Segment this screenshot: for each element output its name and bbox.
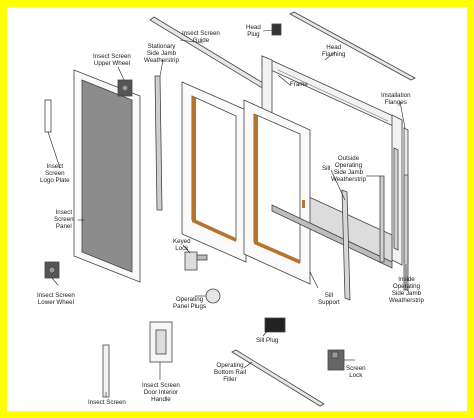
- leader-rail-filler: [243, 361, 253, 369]
- leader-head-plug: [262, 29, 274, 32]
- stationary-panel-part: [181, 81, 247, 263]
- leader-sill: [330, 169, 346, 201]
- sill-part: [271, 204, 393, 269]
- sill-plug-part: [264, 317, 286, 333]
- logo-plate-part: [44, 99, 52, 133]
- label-insect-screen-door-interior-handle: Insect Screen Door Interior Handle: [142, 382, 180, 403]
- leader-logo: [47, 131, 61, 169]
- label-head-flashing: Head Flashing: [322, 44, 346, 58]
- label-frame: Frame: [290, 81, 308, 88]
- label-insect-screen-bottom: Insect Screen: [88, 399, 126, 406]
- screen-lock-part: [327, 349, 345, 371]
- outside-weatherstrip-part: [379, 175, 385, 263]
- leader-guide: [179, 39, 204, 44]
- leader-sill-support: [309, 271, 319, 289]
- label-insect-screen-logo-plate: Insect Screen Logo Plate: [40, 163, 70, 184]
- label-stationary-side-jamb-weatherstrip: Stationary Side Jamb Weatherstrip: [144, 43, 179, 64]
- head-flashing-part: [289, 11, 416, 81]
- label-operating-panel-plugs: Operating Panel Plugs: [173, 296, 207, 310]
- leader-keyed-lock: [182, 244, 191, 254]
- label-installation-flanges: Installation Flanges: [381, 92, 411, 106]
- leader-flanges: [399, 101, 406, 129]
- label-sill-plug: Sill Plug: [256, 337, 279, 344]
- bottom-rail-filler-part: [231, 349, 325, 407]
- label-insect-screen-guide: Insect Screen Guide: [182, 30, 220, 44]
- label-screen-lock: Screen Lock: [346, 365, 366, 379]
- inside-weatherstrip-part: [403, 174, 409, 291]
- label-insect-screen-upper-wheel: Insect Screen Upper Wheel: [93, 53, 131, 67]
- label-sill: Sill: [322, 165, 331, 172]
- screen-strip-part: [102, 344, 110, 398]
- keyed-lock-part: [184, 251, 208, 271]
- interior-handle-part: [149, 321, 173, 363]
- panel-plug-part: [205, 288, 221, 304]
- leader-sill-plug: [262, 329, 269, 337]
- insect-screen-panel-part: [73, 69, 141, 283]
- head-plug-part: [271, 23, 282, 36]
- upper-wheel-part: [117, 79, 133, 97]
- leader-head-flashing: [324, 51, 336, 61]
- label-inside-operating-side-jamb-weatherstrip: Inside Operating Side Jamb Weatherstrip: [389, 276, 424, 304]
- label-head-plug: Head Plug: [246, 24, 261, 38]
- label-keyed-lock: Keyed Lock: [173, 238, 191, 252]
- leader-lower-wheel: [51, 277, 59, 286]
- label-sill-support: Sill Support: [318, 292, 340, 306]
- stationary-weatherstrip-part: [154, 75, 163, 211]
- label-operating-bottom-rail-filler: Operating Bottom Rail Filler: [214, 362, 246, 383]
- sill-blade-part: [341, 189, 351, 301]
- label-insect-screen-panel: Insect Screen Panel: [54, 209, 74, 230]
- leader-frame: [277, 74, 291, 86]
- label-insect-screen-lower-wheel: Insect Screen Lower Wheel: [37, 292, 75, 306]
- operating-panel-part: [243, 99, 311, 285]
- leader-stationary-ws: [159, 59, 164, 77]
- diagram-canvas: [44, 11, 416, 407]
- label-outside-operating-side-jamb-weatherstrip: Outside Operating Side Jamb Weatherstrip: [331, 155, 366, 183]
- installation-flange-part-2: [393, 147, 399, 251]
- lower-wheel-part: [44, 261, 60, 279]
- leader-upper-wheel: [117, 66, 125, 81]
